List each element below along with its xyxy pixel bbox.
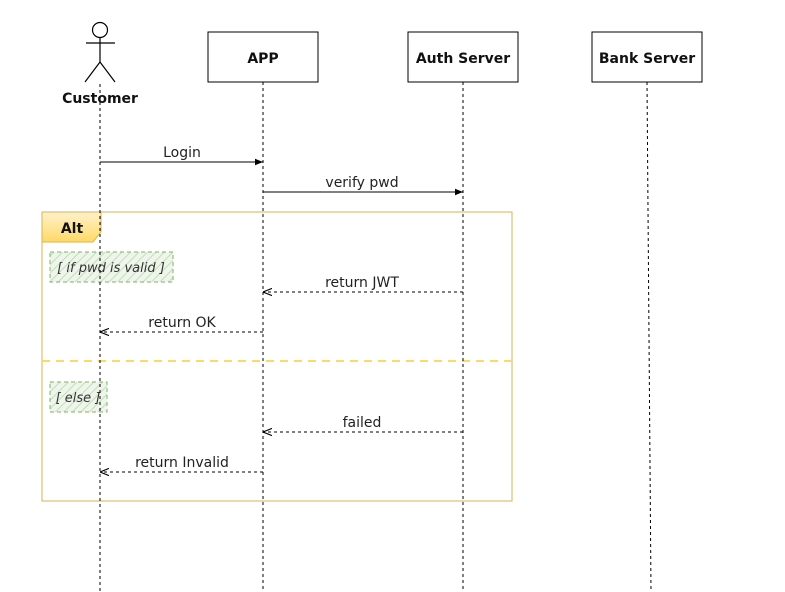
message-return-ok-label: return OK (148, 315, 216, 331)
participant-app[interactable]: APP (207, 31, 319, 83)
message-verify-pwd-label: verify pwd (325, 175, 398, 191)
participant-customer-label: Customer (62, 91, 138, 107)
actor-icon (84, 21, 116, 83)
participant-auth-server[interactable]: Auth Server (407, 31, 519, 83)
message-failed[interactable]: failed (263, 415, 463, 432)
message-login-label: Login (163, 145, 201, 161)
alt-tab (41, 211, 102, 243)
message-verify-pwd[interactable]: verify pwd (263, 175, 463, 196)
participant-app-label: APP (247, 51, 278, 67)
message-return-jwt[interactable]: return JWT (263, 275, 463, 292)
message-failed-label: failed (343, 415, 382, 431)
alt-fragment: Alt [ if pwd is valid ] [ else ] (41, 211, 513, 502)
guard-valid: [ if pwd is valid ] (57, 261, 165, 276)
actor-customer[interactable]: Customer (62, 21, 138, 108)
lifeline-bank-server (646, 81, 652, 592)
participant-bank-server[interactable]: Bank Server (591, 31, 703, 83)
message-login[interactable]: Login (100, 145, 263, 166)
message-return-invalid[interactable]: return Invalid (100, 455, 263, 472)
message-return-ok[interactable]: return OK (100, 315, 263, 332)
alt-fragment-border (41, 211, 513, 502)
participant-auth-server-label: Auth Server (416, 51, 510, 67)
alt-label: Alt (61, 221, 84, 237)
message-return-invalid-label: return Invalid (135, 455, 229, 471)
guard-valid-box (49, 251, 174, 283)
participant-bank-server-label: Bank Server (599, 51, 695, 67)
message-return-jwt-label: return JWT (325, 275, 399, 291)
guard-else: [ else ] (56, 391, 101, 406)
guard-else-box (49, 381, 108, 413)
